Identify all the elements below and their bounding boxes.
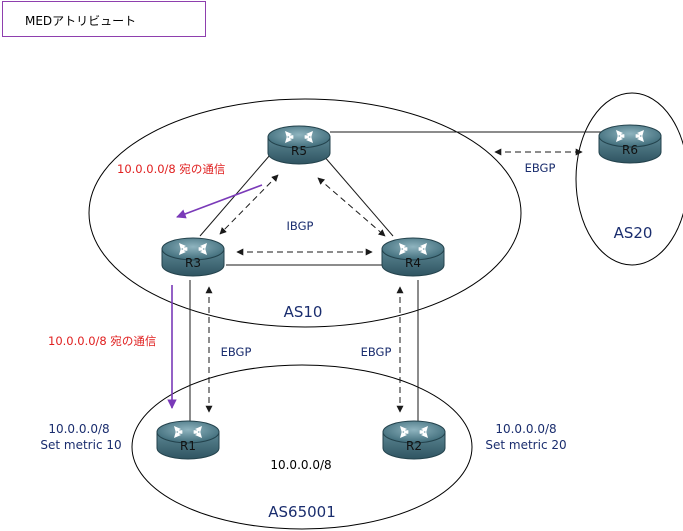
traffic-note-lower: 10.0.0.0/8 宛の通信 xyxy=(48,334,156,348)
router-label-r2: R2 xyxy=(406,439,422,453)
ebgp-label-r3-r1: EBGP xyxy=(221,345,252,359)
as65001-label: AS65001 xyxy=(268,503,336,521)
r2-metric: Set metric 20 xyxy=(485,438,566,452)
as20-boundary xyxy=(575,92,683,266)
router-label-r5: R5 xyxy=(291,144,307,158)
as65001-network: 10.0.0.0/8 xyxy=(270,458,331,472)
router-label-r6: R6 xyxy=(622,143,638,157)
r2-advertised-network: 10.0.0.0/8 xyxy=(495,422,556,436)
router-label-r4: R4 xyxy=(405,256,421,270)
router-r6[interactable]: R6 xyxy=(598,124,662,164)
physical-links xyxy=(189,131,605,422)
router-label-r3: R3 xyxy=(185,256,201,270)
as65001-boundary xyxy=(131,364,473,530)
traffic-note-upper: 10.0.0.0/8 宛の通信 xyxy=(117,162,225,176)
as20-label: AS20 xyxy=(614,224,653,242)
router-label-r1: R1 xyxy=(180,439,196,453)
traffic-arrow-r5-to-r3 xyxy=(176,184,263,219)
link-r5-r4 xyxy=(322,154,394,237)
router-r3[interactable]: R3 xyxy=(161,237,225,277)
router-r4[interactable]: R4 xyxy=(381,237,445,277)
ibgp-session-r5-r3 xyxy=(219,174,279,235)
r1-advertised-network: 10.0.0.0/8 xyxy=(48,422,109,436)
ebgp-label-r4-r2: EBGP xyxy=(361,345,392,359)
router-r5[interactable]: R5 xyxy=(267,125,331,165)
as10-label: AS10 xyxy=(284,303,323,321)
router-r1[interactable]: R1 xyxy=(156,420,220,460)
title-box: MEDアトリビュート xyxy=(2,1,206,37)
router-r2[interactable]: R2 xyxy=(382,420,446,460)
page-title: MEDアトリビュート xyxy=(25,14,137,28)
ibgp-session-r5-r4 xyxy=(317,177,386,237)
as10-boundary xyxy=(88,98,522,328)
ebgp-label-r5-r6: EBGP xyxy=(525,161,556,175)
r1-metric: Set metric 10 xyxy=(40,438,121,452)
ibgp-label: IBGP xyxy=(287,219,314,233)
